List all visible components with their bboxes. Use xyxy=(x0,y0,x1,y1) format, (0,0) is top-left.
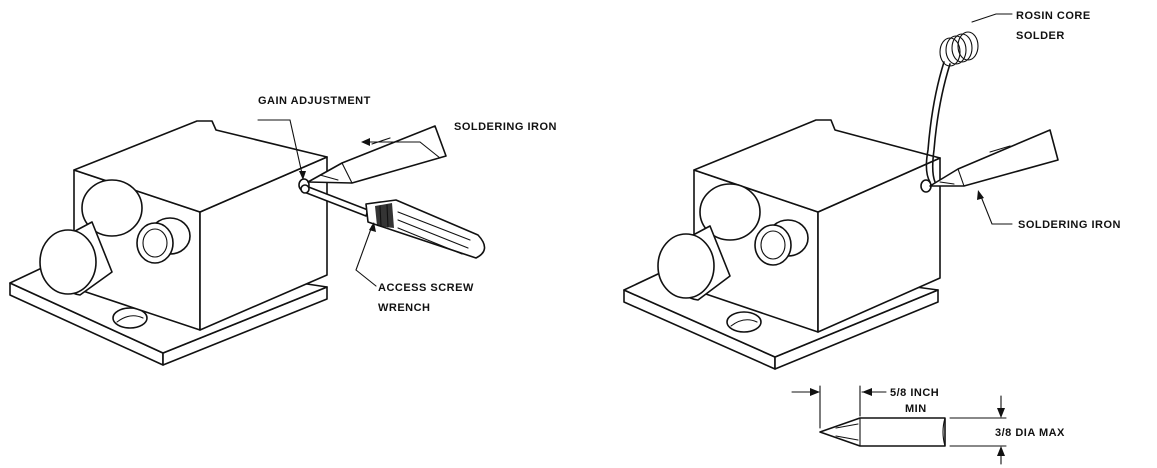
access-screw-label-line1: ACCESS SCREW xyxy=(378,282,474,294)
tip-length-label-line1: 5/8 INCH xyxy=(890,387,939,399)
right-soldering-iron xyxy=(929,129,1059,187)
right-connector xyxy=(657,183,761,301)
rosin-core-label-line1: ROSIN CORE xyxy=(1016,10,1091,22)
tip-diameter-label: 3/8 DIA MAX xyxy=(995,427,1065,439)
left-soldering-iron xyxy=(307,125,447,184)
left-gain-knob xyxy=(136,217,191,264)
left-leaders xyxy=(257,119,441,287)
rosin-core-label-line2: SOLDER xyxy=(1016,30,1065,42)
tip-length-label-line2: MIN xyxy=(905,403,927,415)
right-soldering-iron-label: SOLDERING IRON xyxy=(1018,219,1121,231)
gain-adjustment-label: GAIN ADJUSTMENT xyxy=(258,95,371,107)
left-access-screw-wrench xyxy=(300,184,486,259)
left-connector xyxy=(39,179,143,296)
right-figure: ROSIN CORE SOLDER SOLDERING IRON xyxy=(623,10,1121,370)
rosin-core-solder xyxy=(920,31,979,193)
access-screw-label-line2: WRENCH xyxy=(378,302,431,314)
left-soldering-iron-label: SOLDERING IRON xyxy=(454,121,557,133)
right-gain-knob xyxy=(754,219,809,266)
right-leaders xyxy=(971,13,1013,225)
tip-detail: 5/8 INCH MIN 3/8 DIA MAX xyxy=(791,385,1065,465)
left-figure: GAIN ADJUSTMENT SOLDERING IRON ACCESS SC… xyxy=(9,95,557,366)
